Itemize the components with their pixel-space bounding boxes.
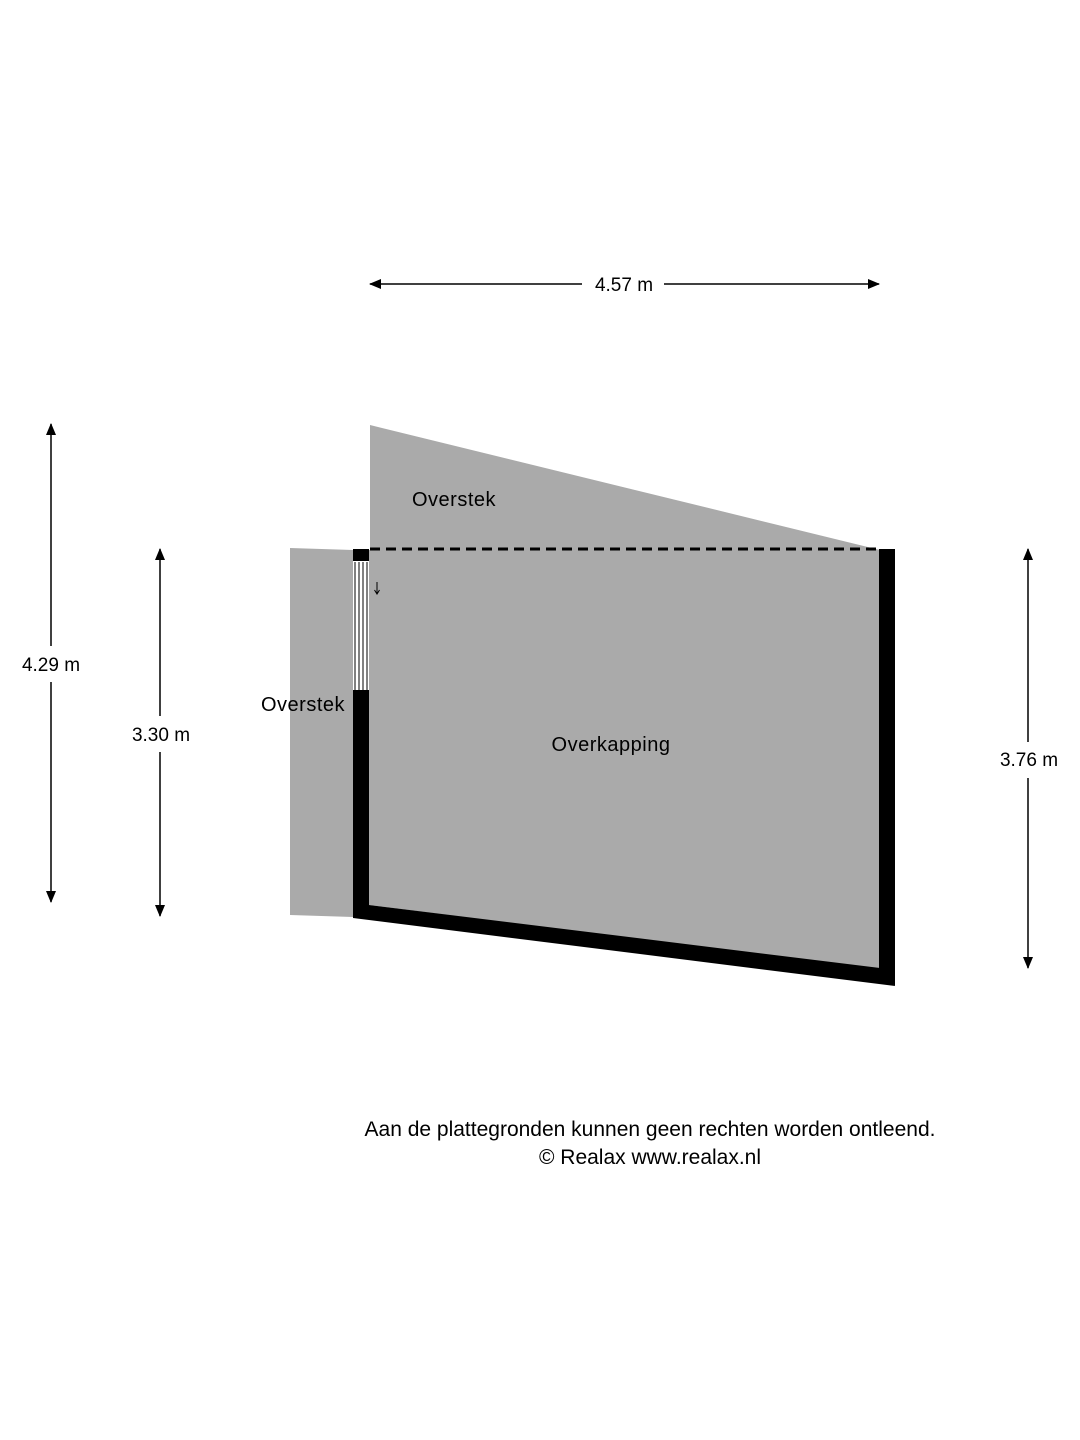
opening-arrow-icon bbox=[374, 582, 380, 595]
disclaimer-text: Aan de plattegronden kunnen geen rechten… bbox=[364, 1118, 936, 1141]
bottom-wall bbox=[353, 903, 895, 986]
left-overhang-area bbox=[290, 548, 353, 917]
opening-lines bbox=[354, 562, 368, 690]
main-area bbox=[369, 550, 880, 970]
dimension-top-width: 4.57 m bbox=[595, 275, 653, 296]
dimension-left-outer-height: 4.29 m bbox=[22, 655, 80, 676]
left-wall-stub bbox=[353, 549, 369, 561]
copyright-text: © Realax www.realax.nl bbox=[538, 1146, 762, 1169]
dimension-left-inner-height: 3.30 m bbox=[132, 725, 190, 746]
dimension-right-height: 3.76 m bbox=[1000, 750, 1058, 771]
left-wall bbox=[353, 690, 369, 917]
top-overhang-area bbox=[370, 425, 880, 550]
footer: Aan de plattegronden kunnen geen rechten… bbox=[0, 1116, 1080, 1172]
room-label-top-overhang: Overstek bbox=[412, 489, 497, 511]
room-label-left-overhang: Overstek bbox=[261, 694, 346, 716]
right-wall bbox=[879, 549, 895, 986]
room-label-main: Overkapping bbox=[552, 734, 671, 756]
